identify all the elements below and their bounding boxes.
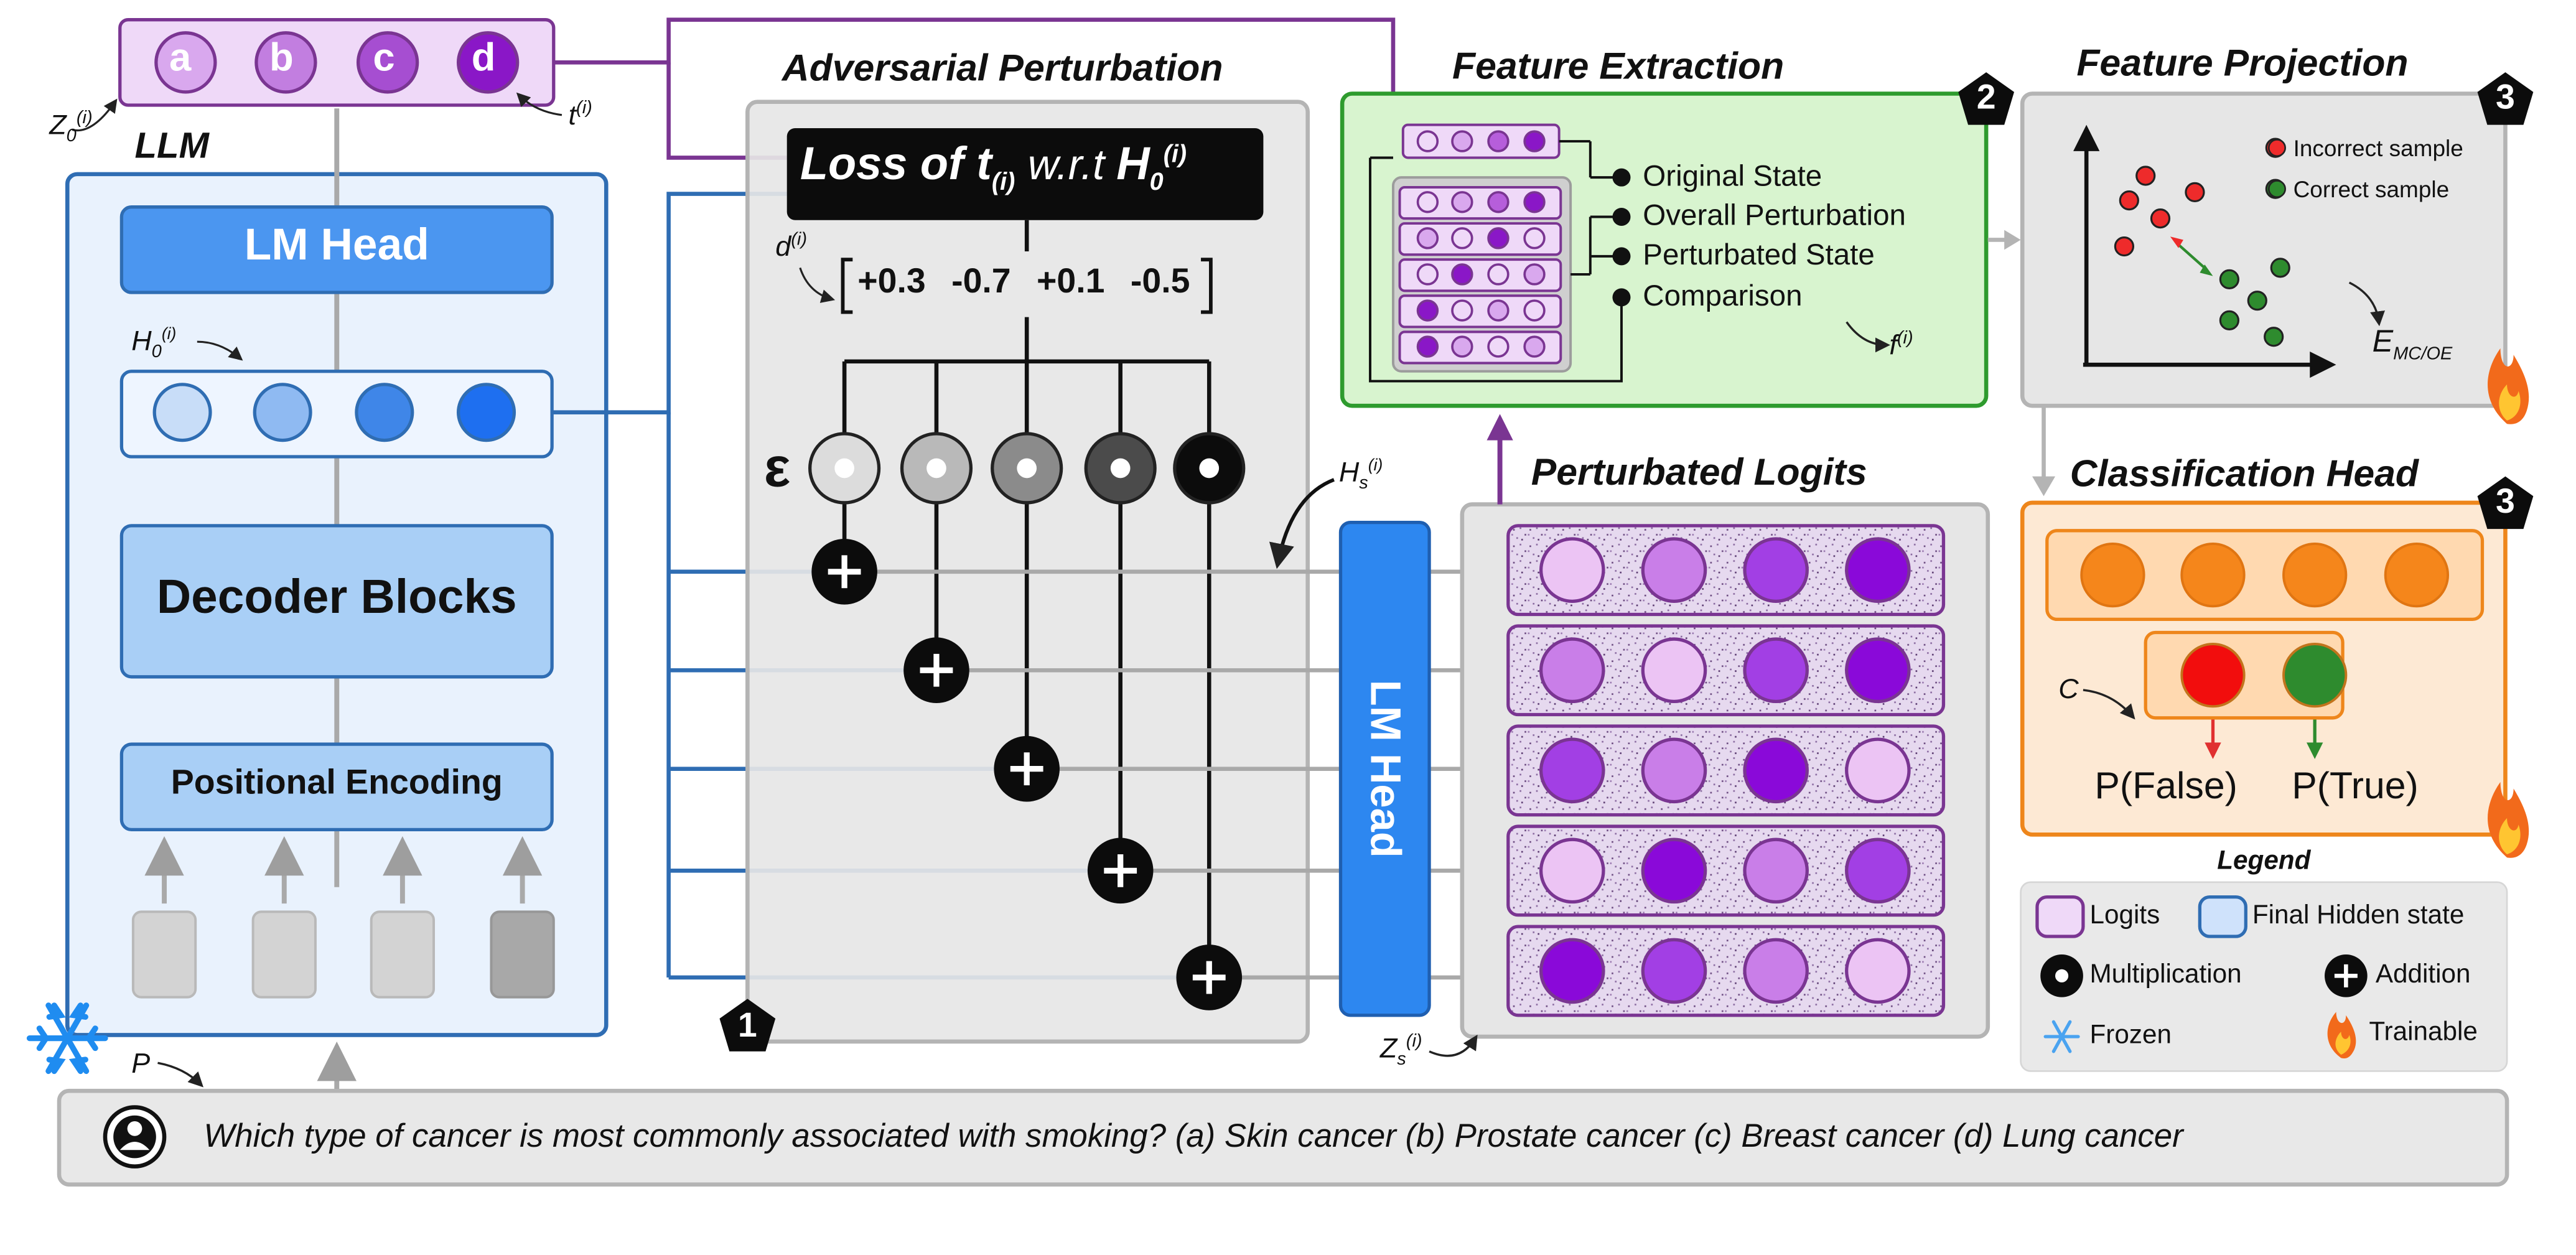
perturbated-logits-title: Perturbated Logits bbox=[1531, 450, 1867, 493]
p-true-label: P(True) bbox=[2292, 763, 2419, 807]
step-3a-label: 3 bbox=[2496, 78, 2515, 117]
adversarial-title: Adversarial Perturbation bbox=[782, 45, 1223, 89]
legend-final-hidden-state: Final Hidden state bbox=[2252, 902, 2465, 930]
legend-title: Legend bbox=[2217, 847, 2311, 876]
incorrect-sample-legend: Incorrect sample bbox=[2267, 135, 2463, 161]
t-label: t(i) bbox=[568, 98, 592, 131]
hs-label: Hs(i) bbox=[1338, 457, 1383, 494]
flame-icon-classification bbox=[2488, 781, 2529, 858]
lm-head-block bbox=[119, 205, 554, 294]
hidden-state-legend-icon bbox=[2198, 895, 2247, 938]
loss-label: Loss of t(i) w.r.t H0(i) bbox=[800, 138, 1187, 197]
f-label: f(i) bbox=[1889, 329, 1913, 361]
snowflake-legend-icon bbox=[2043, 1020, 2080, 1053]
decoder-blocks bbox=[119, 524, 554, 679]
legend-logits: Logits bbox=[2089, 902, 2160, 930]
legend-panel bbox=[2020, 881, 2508, 1072]
flame-icon-projection bbox=[2488, 348, 2529, 424]
prompt-bar bbox=[57, 1088, 2509, 1187]
feature-projection-title: Feature Projection bbox=[2076, 41, 2409, 84]
step-badge-3a bbox=[2477, 72, 2534, 125]
lm-head-vertical-label: LM Head bbox=[1361, 679, 1411, 858]
logits-legend-icon bbox=[2035, 895, 2085, 938]
zs-label: Zs(i) bbox=[1379, 1032, 1422, 1070]
token-d: d bbox=[471, 36, 496, 81]
step-badge-1 bbox=[719, 999, 776, 1052]
feature-extraction-panel bbox=[1340, 72, 2015, 408]
step-badge-2 bbox=[1958, 72, 2015, 125]
step-3b-label: 3 bbox=[2496, 483, 2515, 521]
perturbated-logits-panel bbox=[1460, 502, 1990, 1039]
legend-addition: Addition bbox=[2375, 961, 2471, 989]
classification-head-title: Classification Head bbox=[2070, 452, 2419, 495]
prompt-text: Which type of cancer is most commonly as… bbox=[203, 1119, 2183, 1155]
e-label: EMC/OE bbox=[2372, 325, 2453, 365]
fe-perturbated-state: Perturbated State bbox=[1643, 238, 1875, 271]
positional-encoding-label: Positional Encoding bbox=[170, 763, 503, 802]
lm-head-vertical bbox=[1338, 520, 1431, 1017]
red-dot-icon bbox=[2267, 139, 2286, 157]
llm-title: LLM bbox=[134, 124, 209, 166]
flame-legend-icon bbox=[2327, 1012, 2356, 1059]
correct-sample-legend: Correct sample bbox=[2267, 176, 2449, 202]
decoder-blocks-label: Decoder Blocks bbox=[156, 571, 517, 625]
z0-label: Z0(i) bbox=[49, 108, 93, 147]
p-label: P bbox=[131, 1048, 151, 1080]
step-badge-3b bbox=[2477, 476, 2534, 530]
epsilon-label: ε bbox=[763, 437, 791, 500]
token-a: a bbox=[169, 36, 192, 81]
c-label: C bbox=[2058, 673, 2079, 705]
llm-panel bbox=[65, 108, 609, 1091]
legend-frozen: Frozen bbox=[2089, 1022, 2172, 1050]
green-dot-icon bbox=[2267, 180, 2286, 198]
step-2-label: 2 bbox=[1976, 78, 1996, 117]
legend-trainable: Trainable bbox=[2369, 1018, 2478, 1047]
fe-original-state: Original State bbox=[1643, 159, 1822, 192]
p-false-label: P(False) bbox=[2094, 763, 2238, 807]
fe-comparison: Comparison bbox=[1643, 279, 1803, 312]
positional-encoding bbox=[119, 742, 554, 831]
perturbation-vector: +0.3 -0.7 +0.1 -0.5 bbox=[857, 263, 1190, 301]
feature-projection-panel bbox=[2020, 72, 2534, 408]
h0-label: H0(i) bbox=[131, 325, 177, 362]
fe-overall-perturbation: Overall Perturbation bbox=[1643, 198, 1906, 232]
lm-head-label: LM Head bbox=[244, 220, 429, 270]
token-b: b bbox=[269, 36, 294, 81]
feature-extraction-title: Feature Extraction bbox=[1452, 44, 1785, 87]
user-icon bbox=[103, 1105, 167, 1169]
token-options-box bbox=[118, 18, 556, 107]
classification-head-panel bbox=[2020, 476, 2534, 837]
step-1-label: 1 bbox=[737, 1007, 757, 1045]
legend-multiplication: Multiplication bbox=[2089, 961, 2242, 989]
addition-nodes bbox=[811, 539, 1243, 1010]
token-c: c bbox=[373, 36, 395, 81]
snowflake-icon-llm bbox=[26, 1002, 108, 1075]
d-label: d(i) bbox=[775, 230, 808, 263]
